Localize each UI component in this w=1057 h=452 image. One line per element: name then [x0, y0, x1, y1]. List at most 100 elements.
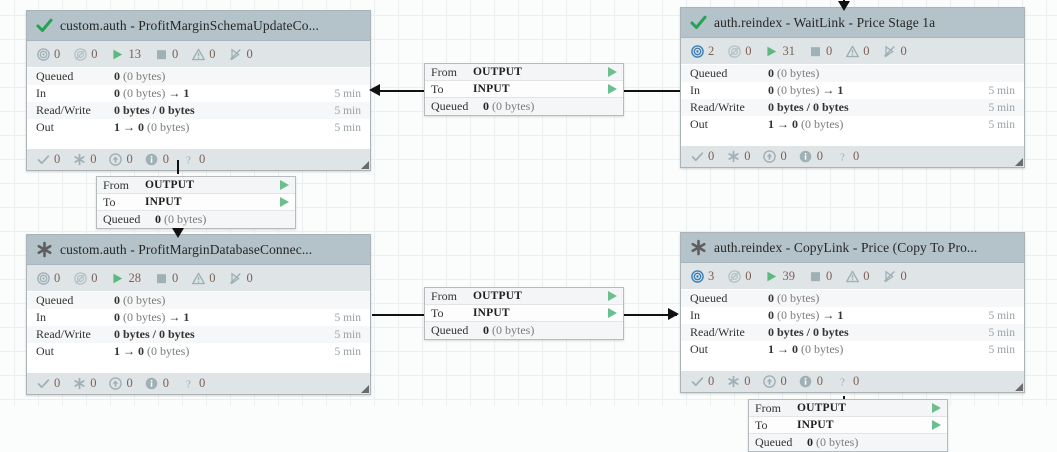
- stat-stopped: 0: [154, 271, 178, 286]
- metric-row-readwrite: Read/Write 0 bytes / 0 bytes 5 min: [681, 324, 1024, 341]
- processor-bottom-right[interactable]: auth.reindex - CopyLink - Price (Copy To…: [680, 232, 1025, 393]
- processor-title: auth.reindex - CopyLink - Price (Copy To…: [714, 239, 978, 255]
- stat-target-off: 0: [73, 271, 98, 286]
- asterisk-icon: [72, 153, 86, 167]
- asterisk-icon: [726, 375, 740, 389]
- stat-target: 0: [36, 271, 60, 286]
- connection-to-label: To: [755, 417, 768, 432]
- target-icon: [36, 47, 50, 61]
- footer-stat-valid: 0: [690, 374, 714, 389]
- connection-queued-label: Queued: [103, 212, 141, 226]
- connection-from-label: From: [431, 288, 458, 303]
- connection-queued-label: Queued: [431, 99, 469, 113]
- connection-from-value: OUTPUT: [473, 290, 523, 302]
- metric-row-queued: Queued 0 (0 bytes): [681, 65, 1024, 82]
- metric-row-readwrite: Read/Write 0 bytes / 0 bytes 5 min: [27, 326, 370, 343]
- connection-from-value: OUTPUT: [145, 179, 195, 191]
- connection-top-middle[interactable]: From OUTPUT To INPUT Queued 0 (0 bytes): [424, 63, 624, 116]
- svg-text:?: ?: [840, 377, 845, 389]
- stat-invalid: 0: [845, 44, 870, 59]
- processor-bottom-left[interactable]: custom.auth - ProfitMarginDatabaseConnec…: [26, 234, 371, 395]
- connection-queued-row: Queued 0 (0 bytes): [749, 434, 947, 451]
- stop-icon: [154, 47, 168, 61]
- play-small-icon: [608, 67, 617, 77]
- stop-icon: [154, 271, 168, 285]
- target-icon: [690, 44, 704, 58]
- stat-invalid: 0: [191, 271, 216, 286]
- info-icon: [145, 153, 159, 167]
- resize-handle-icon[interactable]: [361, 385, 369, 393]
- play-small-icon: [608, 291, 617, 301]
- connector-arrow-bottom-left-in: [172, 228, 184, 238]
- resize-handle-icon[interactable]: [361, 161, 369, 169]
- stat-invalid: 0: [845, 269, 870, 284]
- connection-queued-value: 0 (0 bytes): [483, 99, 535, 113]
- connection-bottom-middle[interactable]: From OUTPUT To INPUT Queued 0 (0 bytes): [424, 287, 624, 340]
- metric-row-queued: Queued 0 (0 bytes): [27, 68, 370, 85]
- connection-queued-row: Queued 0 (0 bytes): [425, 98, 623, 115]
- info-icon: [799, 150, 813, 164]
- processor-top-left[interactable]: custom.auth - ProfitMarginSchemaUpdateCo…: [26, 10, 371, 171]
- check-small-icon: [690, 375, 704, 389]
- footer-stat-info: 0: [145, 376, 169, 391]
- warning-icon: [191, 47, 205, 61]
- connector-line-left-vertical-top[interactable]: [177, 160, 179, 174]
- connection-to-value: INPUT: [145, 196, 182, 208]
- footer-stat-transmitting: 0: [726, 149, 751, 164]
- check-small-icon: [36, 377, 50, 391]
- up-arrow-icon: [763, 150, 777, 164]
- processor-metrics: Queued 0 (0 bytes) In 0 (0 bytes) → 1 5 …: [681, 290, 1024, 370]
- metric-row-in: In 0 (0 bytes) → 1 5 min: [36, 310, 361, 324]
- stat-disabled: 0: [229, 47, 253, 62]
- resize-handle-icon[interactable]: [1015, 383, 1023, 391]
- connection-from-row: From OUTPUT: [425, 288, 623, 305]
- processor-stats-bar: 0 0 13 0 0 0: [27, 41, 370, 68]
- connection-from-label: From: [103, 177, 130, 192]
- connection-to-row: To INPUT: [97, 194, 295, 211]
- connection-queued-label: Queued: [431, 323, 469, 337]
- connection-queued-row: Queued 0 (0 bytes): [97, 211, 295, 228]
- processor-header[interactable]: custom.auth - ProfitMarginSchemaUpdateCo…: [27, 11, 370, 41]
- info-icon: [799, 375, 813, 389]
- processor-footer: 0 0 0 0 ? 0: [681, 370, 1024, 392]
- footer-stat-uploaded: 0: [763, 374, 787, 389]
- question-icon: ?: [181, 377, 195, 391]
- metric-row-queued: Queued 0 (0 bytes): [681, 290, 1024, 307]
- stat-stopped: 0: [808, 44, 832, 59]
- metric-row-readwrite: Read/Write 0 bytes / 0 bytes 5 min: [27, 102, 370, 119]
- resize-handle-icon[interactable]: [1015, 158, 1023, 166]
- no-run-icon: [883, 44, 897, 58]
- processor-top-right[interactable]: auth.reindex - WaitLink - Price Stage 1a…: [680, 7, 1025, 168]
- processor-footer: 0 0 0 0 ? 0: [681, 145, 1024, 167]
- connection-to-value: INPUT: [797, 419, 834, 431]
- play-icon: [765, 44, 779, 58]
- connection-bottom-partial[interactable]: From OUTPUT To INPUT Queued 0 (0 bytes): [748, 399, 948, 452]
- processor-header[interactable]: custom.auth - ProfitMarginDatabaseConnec…: [27, 235, 370, 265]
- check-icon: [35, 17, 53, 35]
- stat-disabled: 0: [229, 271, 253, 286]
- footer-stat-unknown: ? 0: [181, 376, 206, 391]
- connection-from-label: From: [431, 64, 458, 79]
- stat-target: 0: [36, 47, 60, 62]
- no-run-icon: [229, 47, 243, 61]
- asterisk-icon: [35, 241, 53, 259]
- no-run-icon: [229, 271, 243, 285]
- play-small-icon: [932, 403, 941, 413]
- processor-footer: 0 0 0 0 ? 0: [27, 372, 370, 394]
- footer-stat-transmitting: 0: [72, 152, 97, 167]
- footer-stat-transmitting: 0: [726, 374, 751, 389]
- connection-from-value: OUTPUT: [473, 66, 523, 78]
- asterisk-icon: [689, 239, 707, 257]
- connector-arrow-bottom-right: [668, 308, 679, 320]
- asterisk-icon: [72, 377, 86, 391]
- up-arrow-icon: [109, 153, 123, 167]
- play-icon: [111, 47, 125, 61]
- footer-stat-unknown: ? 0: [835, 149, 860, 164]
- processor-header[interactable]: auth.reindex - CopyLink - Price (Copy To…: [681, 233, 1024, 263]
- connection-left-vertical[interactable]: From OUTPUT To INPUT Queued 0 (0 bytes): [96, 176, 296, 229]
- warning-icon: [845, 269, 859, 283]
- processor-header[interactable]: auth.reindex - WaitLink - Price Stage 1a: [681, 8, 1024, 38]
- up-arrow-icon: [763, 375, 777, 389]
- play-small-icon: [608, 84, 617, 94]
- metric-row-in: In 0 (0 bytes) → 1 5 min: [690, 308, 1015, 322]
